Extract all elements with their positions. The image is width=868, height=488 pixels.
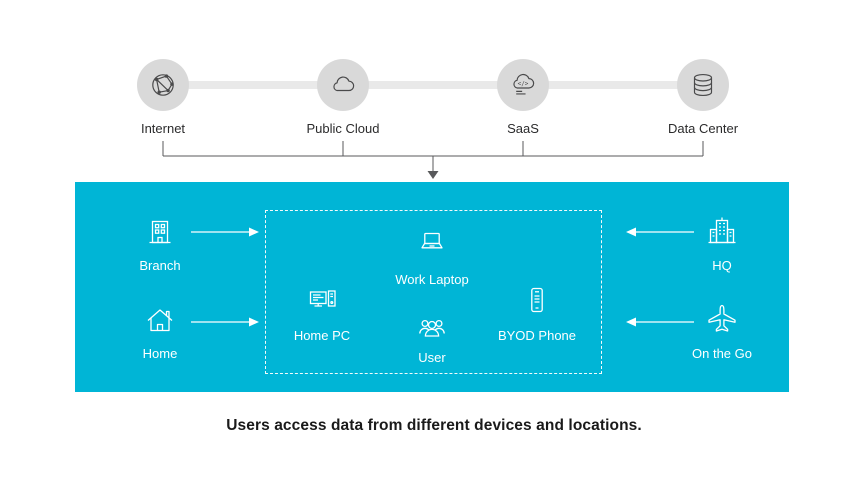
- zone-item-home-pc: Home PC: [272, 282, 372, 343]
- branch-icon: [149, 220, 171, 244]
- branch-label: Branch: [139, 258, 181, 273]
- saas-circle: </>: [497, 59, 549, 111]
- hq-icon: [708, 217, 736, 244]
- top-connector-bar: [163, 81, 703, 89]
- arrow-right-icon: [191, 227, 259, 237]
- user-icon: [419, 319, 445, 337]
- devices-dashed-box: [265, 210, 602, 374]
- data-center-icon: [693, 73, 713, 97]
- zone-item-hq: HQ: [682, 212, 762, 273]
- saas-label: SaaS: [507, 121, 539, 136]
- byod-phone-icon: [531, 287, 543, 313]
- internet-icon: [152, 74, 174, 96]
- arrow-left-icon: [626, 317, 694, 327]
- data-center-label: Data Center: [667, 121, 739, 136]
- home-pc-label: Home PC: [293, 328, 351, 343]
- home-pc-icon: [309, 290, 336, 307]
- byod-phone-label: BYOD Phone: [497, 328, 577, 343]
- top-node-public-cloud: Public Cloud: [283, 59, 403, 136]
- zone-item-home: Home: [120, 300, 200, 361]
- arrow-right-icon: [191, 317, 259, 327]
- saas-icon: </>: [513, 73, 535, 95]
- home-icon: [147, 309, 173, 332]
- zone-item-byod-phone: BYOD Phone: [487, 282, 587, 343]
- on-the-go-label: On the Go: [692, 346, 752, 361]
- internet-circle: [137, 59, 189, 111]
- user-label: User: [418, 350, 446, 365]
- airplane-icon: [708, 304, 736, 332]
- top-node-internet: Internet: [103, 59, 223, 136]
- zone-item-work-laptop: Work Laptop: [382, 226, 482, 287]
- zone-item-on-the-go: On the Go: [677, 300, 767, 361]
- top-node-saas: </> SaaS: [463, 59, 583, 136]
- public-cloud-icon: [333, 76, 355, 92]
- work-laptop-icon: [421, 232, 443, 249]
- internet-label: Internet: [140, 121, 186, 136]
- public-cloud-circle: [317, 59, 369, 111]
- hq-label: HQ: [712, 258, 732, 273]
- home-label: Home: [142, 346, 178, 361]
- caption: Users access data from different devices…: [226, 417, 642, 434]
- public-cloud-label: Public Cloud: [306, 121, 380, 136]
- data-center-circle: [677, 59, 729, 111]
- top-node-data-center: Data Center: [643, 59, 763, 136]
- zone-item-branch: Branch: [120, 212, 200, 273]
- work-laptop-label: Work Laptop: [395, 272, 469, 287]
- access-zone: Branch Home: [75, 182, 789, 392]
- saas-code-glyph: </>: [518, 80, 529, 87]
- zone-item-user: User: [382, 304, 482, 365]
- arrow-left-icon: [626, 227, 694, 237]
